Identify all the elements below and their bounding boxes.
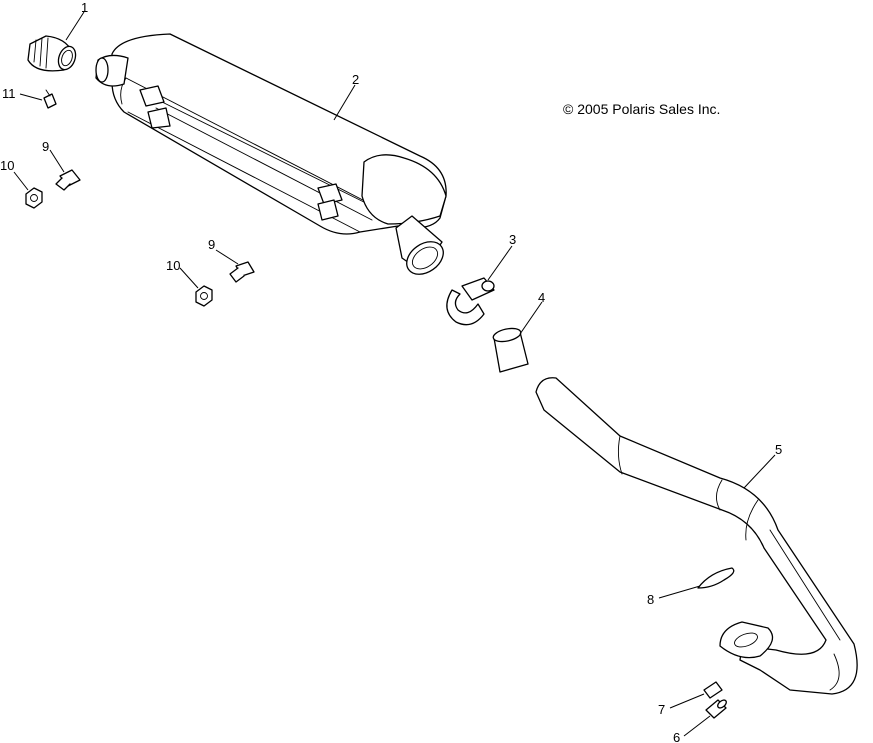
- part-11-fastener: [43, 89, 57, 109]
- part-7-nut: [703, 681, 723, 699]
- part-10-nut-upper: [25, 187, 43, 209]
- leader-2: [333, 84, 356, 121]
- leader-10-lower: [179, 267, 199, 289]
- part-5-head-pipe: [535, 377, 858, 695]
- callout-10-lower: 10: [166, 258, 180, 273]
- part-1-spark-arrestor: [27, 35, 77, 72]
- leader-9-upper: [49, 149, 65, 173]
- leader-8: [658, 585, 701, 599]
- leader-5: [743, 454, 776, 489]
- part-2-muffler: [95, 33, 447, 275]
- callout-6: 6: [673, 730, 680, 743]
- part-4-coupler: [492, 327, 529, 373]
- part-9-bolt-upper: [55, 169, 81, 191]
- part-3-clamp: [446, 277, 495, 326]
- callout-9-upper: 9: [42, 139, 49, 154]
- callout-7: 7: [658, 702, 665, 717]
- callout-8: 8: [647, 592, 654, 607]
- leader-3: [487, 245, 513, 281]
- leader-11: [19, 93, 43, 101]
- callout-1: 1: [81, 0, 88, 15]
- callout-9-lower: 9: [208, 237, 215, 252]
- part-6-stud: [705, 699, 727, 719]
- part-9-bolt-lower: [229, 261, 255, 283]
- callout-3: 3: [509, 232, 516, 247]
- callout-11: 11: [2, 86, 16, 101]
- leader-4: [519, 301, 543, 335]
- copyright-text: © 2005 Polaris Sales Inc.: [563, 101, 720, 117]
- leader-7: [669, 693, 705, 709]
- leader-10-upper: [13, 171, 29, 191]
- part-10-nut-lower: [195, 285, 213, 307]
- leader-1: [65, 11, 85, 41]
- leader-6: [683, 715, 711, 737]
- callout-4: 4: [538, 290, 545, 305]
- callout-10-upper: 10: [0, 158, 14, 173]
- part-8-gasket: [697, 567, 735, 589]
- callout-5: 5: [775, 442, 782, 457]
- leader-9-lower: [215, 249, 239, 265]
- callout-2: 2: [352, 72, 359, 87]
